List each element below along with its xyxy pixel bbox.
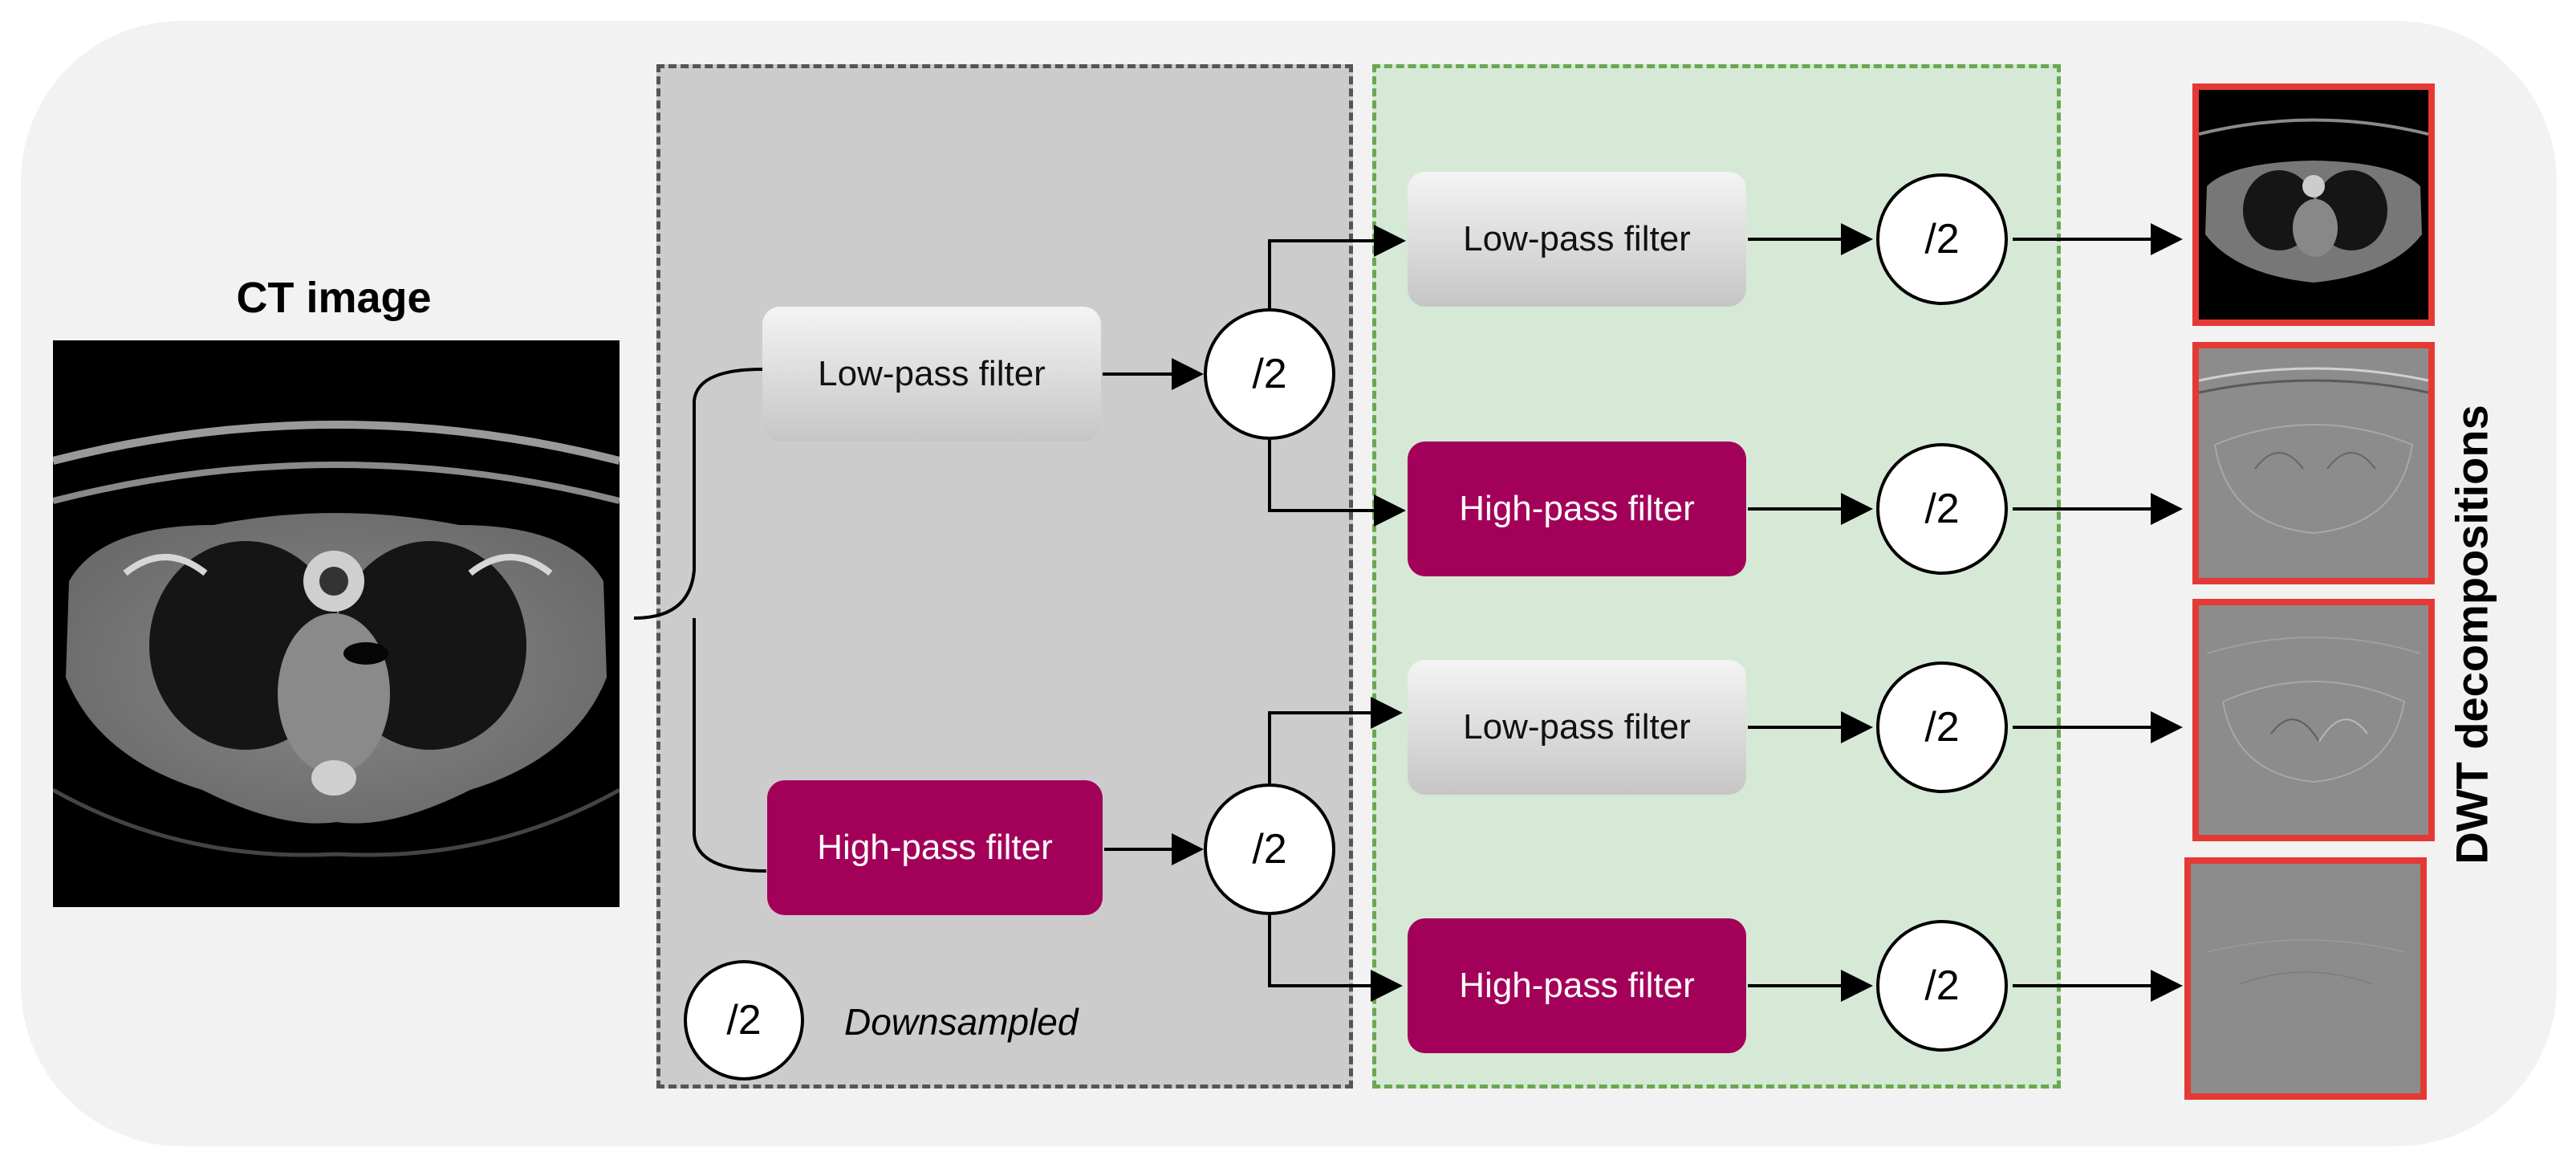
stage1-downsample-low: /2 xyxy=(1204,308,1335,440)
detail-thumbnail-1 xyxy=(2198,367,2429,535)
stage1-low-pass-filter: Low-pass filter xyxy=(762,307,1101,442)
output-detail-image-3 xyxy=(2184,857,2427,1100)
stage2-downsample-3: /2 xyxy=(1876,661,2008,793)
output-approximation-image xyxy=(2192,83,2435,326)
stage2-low-pass-filter-1: Low-pass filter xyxy=(1408,172,1746,307)
stage2-high-pass-filter-2: High-pass filter xyxy=(1408,918,1746,1053)
stage1-downsample-high: /2 xyxy=(1204,783,1335,915)
output-detail-image-2 xyxy=(2192,599,2435,841)
detail-thumbnail-2 xyxy=(2206,637,2421,783)
ct-image-title: CT image xyxy=(236,274,432,322)
dwt-decompositions-title: DWT decompositions xyxy=(2446,401,2497,867)
stage1-high-pass-filter: High-pass filter xyxy=(767,780,1103,915)
ct-image xyxy=(53,340,620,907)
stage2-low-pass-filter-2: Low-pass filter xyxy=(1408,660,1746,795)
legend-downsample-symbol: /2 xyxy=(684,960,804,1080)
detail-thumbnail-3 xyxy=(2206,939,2405,985)
stage2-downsample-4: /2 xyxy=(1876,920,2008,1052)
legend-downsampled-label: Downsampled xyxy=(844,1001,1079,1043)
stage2-downsample-2: /2 xyxy=(1876,443,2008,575)
dwt-decompositions-title-text: DWT decompositions xyxy=(2446,404,2497,865)
approximation-thumbnail xyxy=(2198,118,2429,283)
first-level-region xyxy=(656,64,1353,1089)
stage2-downsample-1: /2 xyxy=(1876,173,2008,305)
stage2-high-pass-filter-1: High-pass filter xyxy=(1408,442,1746,576)
output-detail-image-1 xyxy=(2192,342,2435,584)
